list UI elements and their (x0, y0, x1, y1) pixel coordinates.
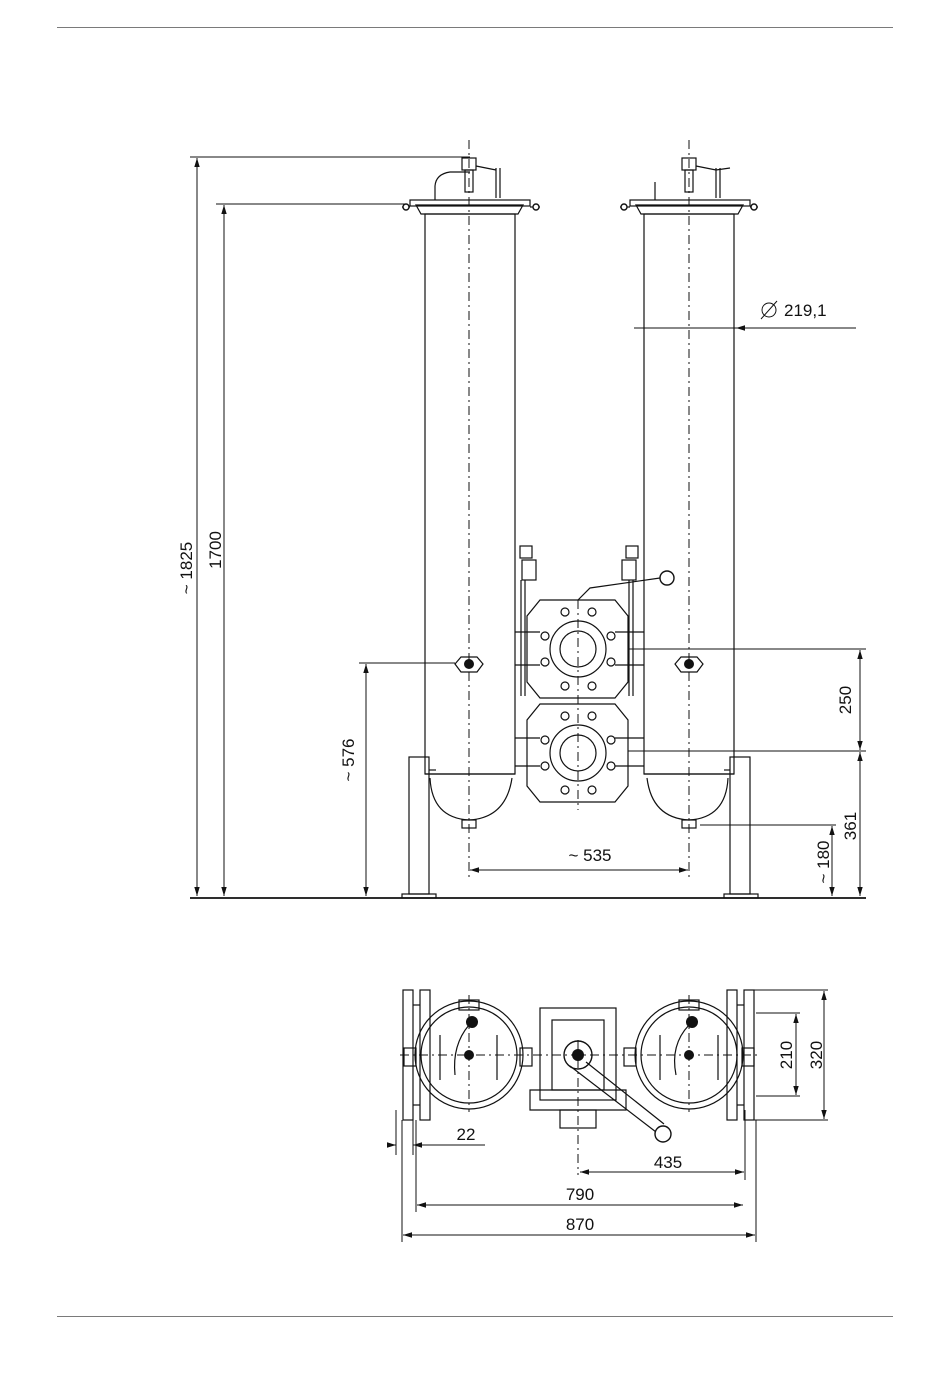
dim-foot-width: 22 (457, 1125, 476, 1144)
dim-overall-depth: 320 (807, 1041, 826, 1069)
dim-housing-height: 1700 (206, 531, 225, 569)
dim-foot-span: 790 (566, 1185, 594, 1204)
top-view: 22 435 790 870 210 320 (388, 990, 828, 1242)
dim-port-spacing: 250 (836, 686, 855, 714)
diameter-icon (761, 301, 777, 319)
changeover-valve (515, 546, 674, 802)
dim-lever-length: 435 (654, 1153, 682, 1172)
dim-overall-height: ~ 1825 (177, 542, 196, 594)
dim-drain-height: ~ 180 (814, 840, 833, 883)
mounting-brackets (396, 990, 754, 1155)
left-filter-housing (402, 158, 540, 828)
front-view: ~ 1825 1700 ~ 576 219,1 250 361 ~ 180 ~ … (177, 140, 866, 898)
dim-port-height: 361 (841, 812, 860, 840)
dim-overall-width: 870 (566, 1215, 594, 1234)
dim-diameter: 219,1 (784, 301, 827, 320)
dim-lower-port-height: ~ 576 (339, 738, 358, 781)
dim-mount-spacing: 210 (777, 1041, 796, 1069)
support-legs (402, 757, 758, 898)
dim-housing-spacing: ~ 535 (568, 846, 611, 865)
